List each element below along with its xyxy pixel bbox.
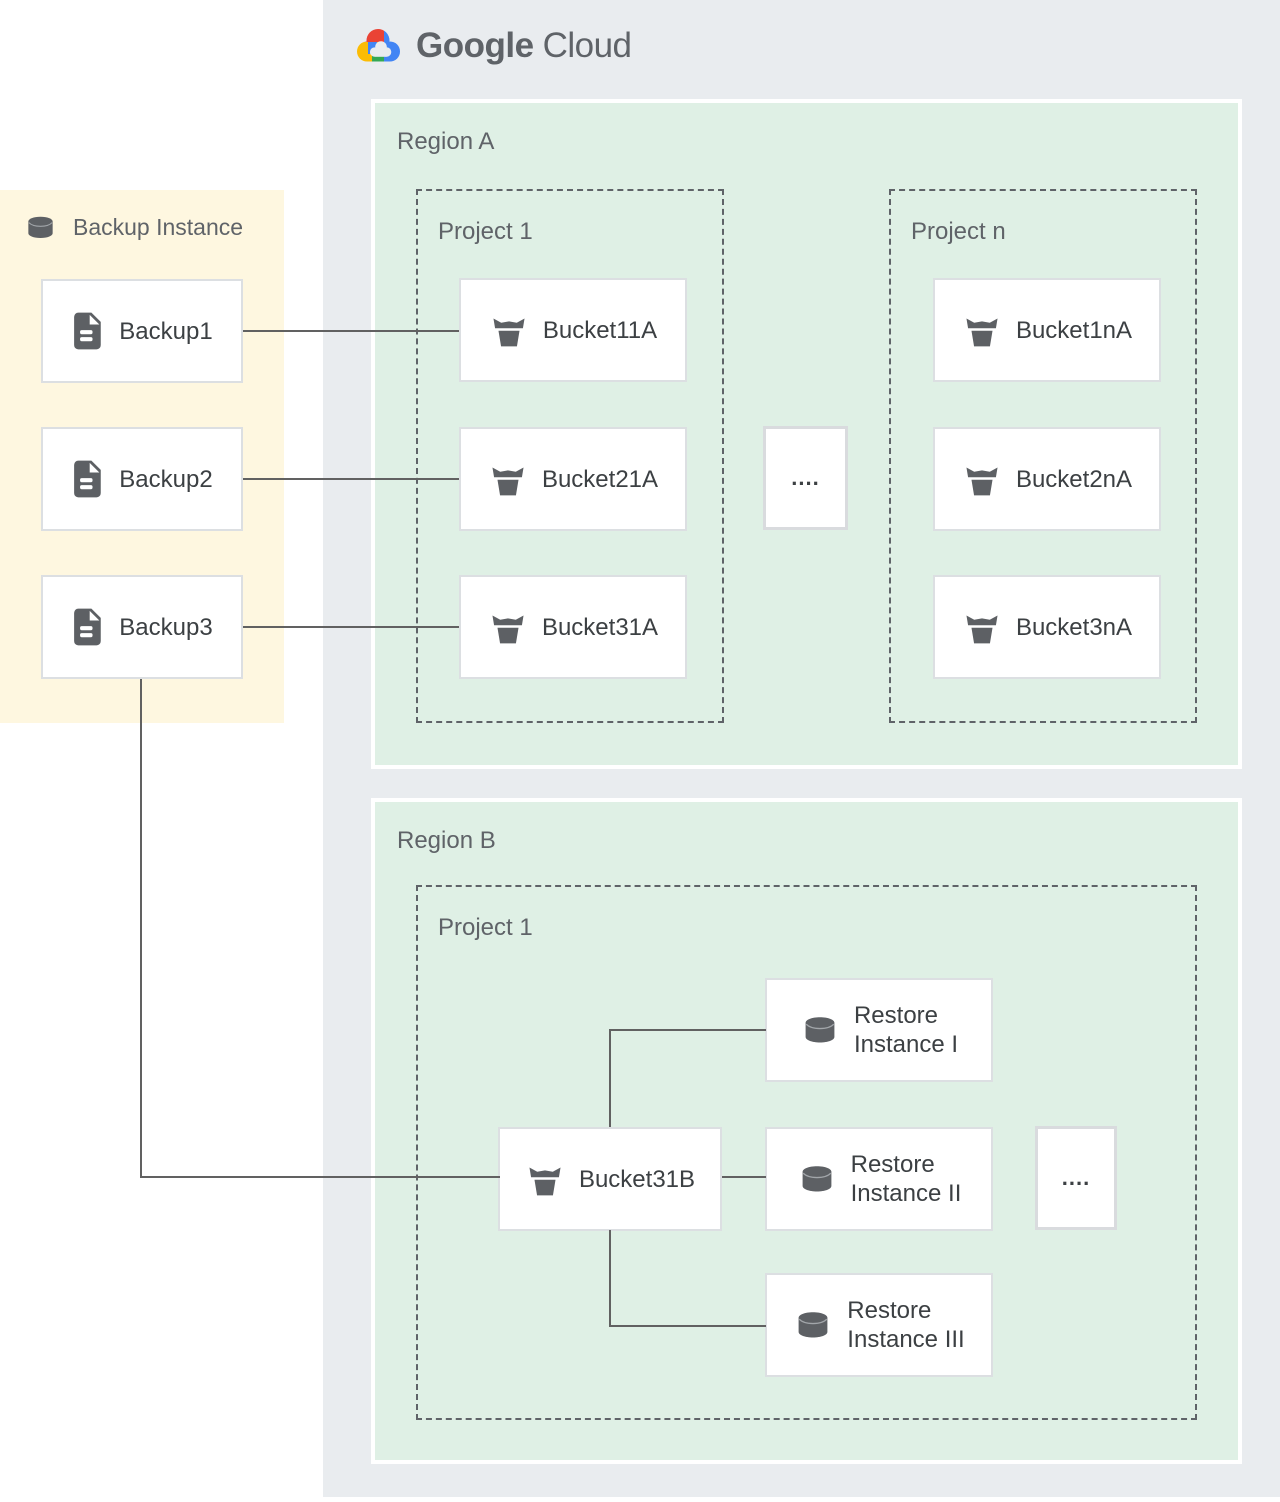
backup2-label: Backup2 [119, 465, 213, 493]
project-1-region-a: Project 1 Bucket11A Bucket21A Bucket31A [416, 189, 724, 723]
connector-backup3-bucket31b-vertical [140, 679, 142, 1178]
bucket3na-node: Bucket3nA [933, 575, 1161, 679]
connector-backup1-bucket11a [243, 330, 459, 332]
document-icon [71, 459, 105, 499]
restore-instance-2-node: Restore Instance II [765, 1127, 993, 1231]
restore-instance-1-node: Restore Instance I [765, 978, 993, 1082]
bucket31b-node: Bucket31B [498, 1127, 722, 1231]
connector-bucket31b-restore1-horizontal [609, 1029, 766, 1031]
bucket-icon [488, 610, 528, 644]
backup3-label: Backup3 [119, 613, 213, 641]
bucket11a-node: Bucket11A [459, 278, 687, 382]
bucket21a-label: Bucket21A [541, 465, 659, 493]
ellipsis-node-region-a: .... [763, 426, 848, 530]
region-a-label: Region A [397, 128, 495, 155]
google-cloud-logo-icon [353, 26, 403, 66]
bucket-icon [962, 462, 1002, 496]
backup3-node: Backup3 [41, 575, 243, 679]
connector-bucket31b-restore1-vertical [609, 1029, 611, 1127]
region-a: Region A Project 1 Bucket11A Bucket21A B… [371, 99, 1242, 769]
backup-instance-header: Backup Instance [20, 214, 243, 241]
backup1-node: Backup1 [41, 279, 243, 383]
logo-word-cloud: Cloud [542, 26, 632, 65]
bucket21a-node: Bucket21A [459, 427, 687, 531]
region-b: Region B Project 1 Restore Instance I Bu… [371, 798, 1242, 1464]
connector-bucket31b-restore2 [722, 1176, 766, 1178]
backup-instance-title: Backup Instance [73, 214, 244, 240]
restore-instance-3-label: Restore Instance III [847, 1297, 965, 1353]
logo-word-google: Google [416, 26, 534, 65]
bucket31b-label: Bucket31B [578, 1165, 696, 1193]
database-icon [20, 214, 61, 241]
bucket3na-label: Bucket3nA [1015, 613, 1133, 641]
project-n-label: Project n [911, 218, 1006, 245]
connector-bucket31b-restore3-vertical [609, 1230, 611, 1327]
bucket2na-node: Bucket2nA [933, 427, 1161, 531]
connector-bucket31b-restore3-horizontal [609, 1325, 766, 1327]
bucket-icon [489, 313, 529, 347]
region-b-label: Region B [397, 827, 496, 854]
ellipsis-node-region-b: .... [1035, 1126, 1117, 1230]
bucket-icon [525, 1162, 565, 1196]
bucket31a-node: Bucket31A [459, 575, 687, 679]
bucket1na-label: Bucket1nA [1015, 316, 1133, 344]
bucket2na-label: Bucket2nA [1015, 465, 1133, 493]
backup-instance-panel: Backup Instance Backup1 Backup2 Backup3 [0, 190, 284, 723]
restore-instance-2-label: Restore Instance II [850, 1151, 962, 1207]
ellipsis-label: .... [791, 465, 820, 490]
restore-instance-1-label: Restore Instance I [853, 1002, 959, 1058]
database-icon [797, 1163, 837, 1195]
bucket31a-label: Bucket31A [541, 613, 659, 641]
project-1-label: Project 1 [438, 218, 533, 245]
project-1-region-b: Project 1 Restore Instance I Bucket31B R… [416, 885, 1197, 1420]
connector-backup2-bucket21a [243, 478, 459, 480]
bucket11a-label: Bucket11A [542, 316, 658, 344]
ellipsis-label: .... [1061, 1165, 1091, 1190]
connector-backup3-bucket31a [243, 626, 459, 628]
bucket-icon [962, 610, 1002, 644]
document-icon [71, 607, 105, 647]
backup2-node: Backup2 [41, 427, 243, 531]
bucket-icon [488, 462, 528, 496]
bucket-icon [962, 313, 1002, 347]
bucket1na-node: Bucket1nA [933, 278, 1161, 382]
restore-instance-3-node: Restore Instance III [765, 1273, 993, 1377]
document-icon [71, 311, 105, 351]
project-n-region-a: Project n Bucket1nA Bucket2nA Bucket3nA [889, 189, 1197, 723]
backup1-label: Backup1 [119, 317, 213, 345]
database-icon [800, 1014, 840, 1046]
project-1-region-b-label: Project 1 [438, 914, 533, 941]
database-icon [793, 1309, 833, 1341]
connector-backup3-bucket31b-horizontal [140, 1176, 500, 1178]
